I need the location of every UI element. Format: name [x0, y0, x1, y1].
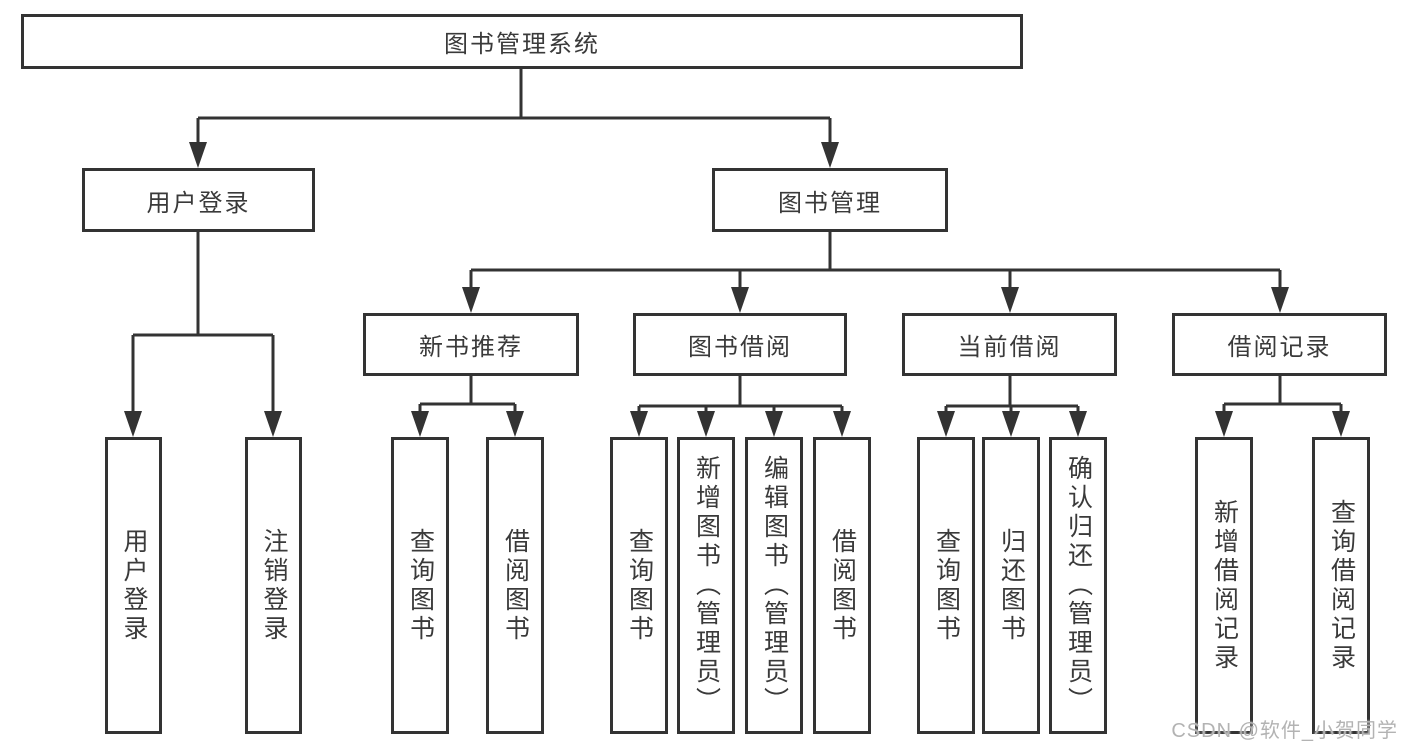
leaf-logout: 注销登录	[245, 437, 302, 734]
leaf-add-book-admin: 新增图书（管理员）	[677, 437, 735, 734]
leaf-user-login: 用户登录	[105, 437, 162, 734]
leaf-query-books-current: 查询图书	[917, 437, 975, 734]
node-root: 图书管理系统	[21, 14, 1023, 69]
leaf-add-borrow-record: 新增借阅记录	[1195, 437, 1253, 734]
node-book-borrow: 图书借阅	[633, 313, 847, 376]
leaf-query-borrow-record: 查询借阅记录	[1312, 437, 1370, 734]
node-current-borrow: 当前借阅	[902, 313, 1117, 376]
leaf-edit-book-admin: 编辑图书（管理员）	[745, 437, 803, 734]
node-borrow-records: 借阅记录	[1172, 313, 1387, 376]
node-new-book-recommend: 新书推荐	[363, 313, 579, 376]
leaf-borrow-books: 借阅图书	[813, 437, 871, 734]
leaf-query-books-recommend: 查询图书	[391, 437, 449, 734]
leaf-return-books: 归还图书	[982, 437, 1040, 734]
node-user-login: 用户登录	[82, 168, 315, 232]
node-book-management: 图书管理	[712, 168, 948, 232]
leaf-confirm-return-admin: 确认归还（管理员）	[1049, 437, 1107, 734]
leaf-query-books-borrow: 查询图书	[610, 437, 668, 734]
leaf-borrow-books-recommend: 借阅图书	[486, 437, 544, 734]
watermark: CSDN @软件_小贺同学	[1171, 720, 1398, 742]
